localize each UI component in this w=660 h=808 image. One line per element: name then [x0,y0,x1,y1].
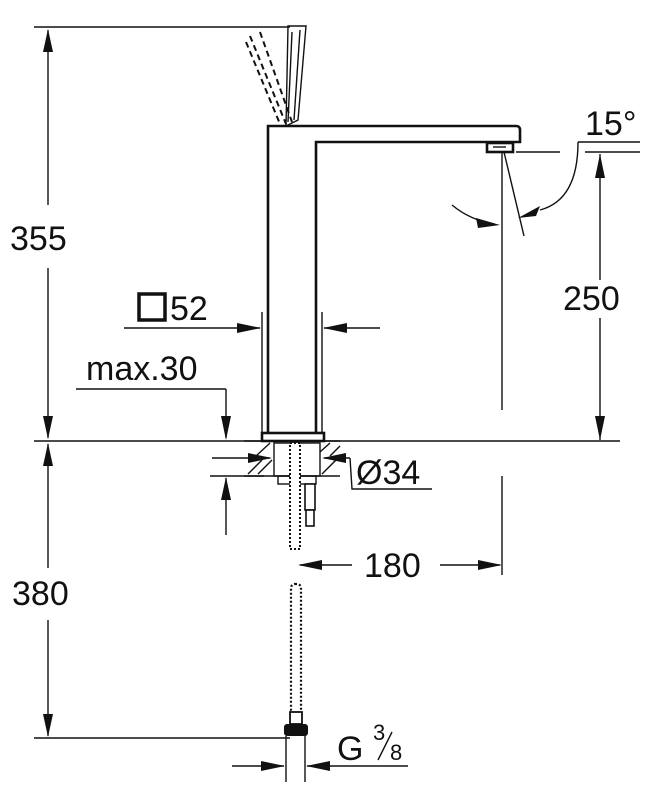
square-section-icon [137,292,167,322]
dimension-180: 180 [298,476,503,585]
dimension-52: 52 [124,290,380,432]
dimension-max30: max.30 [76,350,264,535]
lever-handle [245,25,307,128]
hoses [284,442,316,782]
dimension-355: 355 [10,29,67,439]
dimension-250: 250 [516,141,640,440]
thread-label-numerator: 3 [373,720,385,745]
dimension-label-max30: max.30 [86,350,198,388]
angle-15: 15° [451,105,636,410]
deck-section: Ø34 [212,440,432,492]
dimension-380: 380 [12,443,69,737]
dimension-label-355: 355 [10,220,67,258]
dimension-thread: G 3 8 [232,720,408,771]
dimension-label-180: 180 [364,547,421,585]
faucet-body [260,124,522,443]
dimension-label-380: 380 [12,575,69,613]
dimension-label-15deg: 15° [585,105,636,143]
dimension-label-diameter-34: Ø34 [356,454,420,492]
thread-label-denominator: 8 [390,740,402,765]
dimension-label-250: 250 [563,280,620,318]
thread-label-g: G [337,730,363,768]
dimension-label-52: 52 [170,290,208,328]
